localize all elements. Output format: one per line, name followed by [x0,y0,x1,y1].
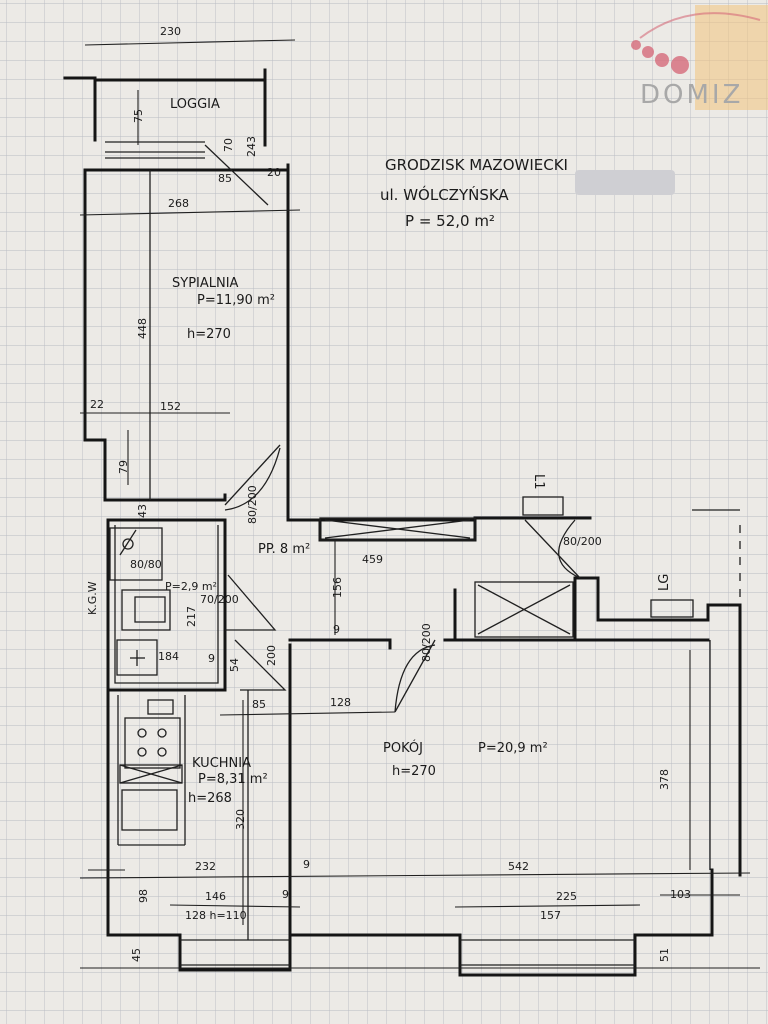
dim-243: 243 [245,136,258,157]
dim-225: 225 [556,890,577,903]
dim-128-110: 128 h=110 [185,909,247,922]
dim-157: 157 [540,909,561,922]
dimension-lines [79,39,740,925]
dim-9-bath: 9 [208,652,215,665]
address-city: GRODZISK MAZOWIECKI [385,156,568,174]
living-area: P=20,9 m² [478,741,548,756]
l1-label: L1 [531,474,546,490]
bedroom-area: P=11,90 m² [197,293,275,308]
dim-103: 103 [670,888,691,901]
dim-45: 45 [130,948,143,962]
lg-label: LG [657,574,672,591]
bedroom-name: SYPIALNIA [172,276,239,291]
dim-9-hall: 9 [333,623,340,636]
dim-80-200-bedroom: 80/200 [246,485,259,524]
dim-320: 320 [234,809,247,830]
bedroom-height: h=270 [187,327,231,342]
living-name: POKÓJ [383,740,423,756]
total-area: P = 52,0 m² [405,212,495,230]
loggia-label: LOGGIA [170,97,220,112]
hall-label: PP. 8 m² [258,542,310,557]
dim-85-hall: 85 [252,698,266,711]
dim-217: 217 [185,606,198,627]
dim-80-200-living: 80/200 [420,623,433,662]
dim-80-200-right: 80/200 [563,535,602,548]
dim-542: 542 [508,860,529,873]
kitchen-height: h=268 [188,791,232,806]
fixtures [109,144,694,831]
dim-9-window: 9 [282,888,289,901]
dim-230: 230 [160,25,181,38]
dim-459: 459 [362,553,383,566]
dim-43: 43 [136,504,149,518]
dim-20: 20 [267,166,281,179]
dim-70-200: 70/200 [200,593,239,606]
dim-9-bottom: 9 [303,858,310,871]
address-street: ul. WÓLCZYŃSKA [380,185,509,204]
dim-156: 156 [331,577,344,598]
dim-70: 70 [222,138,235,152]
living-height: h=270 [392,764,436,779]
dim-22: 22 [90,398,104,411]
kitchen-name: KUCHNIA [192,756,251,771]
dim-98: 98 [137,889,150,903]
dim-51: 51 [658,948,671,962]
dim-200-hall: 200 [265,645,278,666]
dim-268: 268 [168,197,189,210]
dim-80-80: 80/80 [130,558,162,571]
bathroom-tag: K.G.W [86,581,99,615]
redacted-number [575,170,675,195]
dim-128-hall: 128 [330,696,351,709]
dim-448: 448 [136,318,149,339]
bathroom-area: P=2,9 m² [165,580,217,593]
company-logo: DOMIZ [631,5,768,110]
dim-152: 152 [160,400,181,413]
dim-378: 378 [658,769,671,790]
kitchen-area: P=8,31 m² [198,772,268,787]
dim-146: 146 [205,890,226,903]
dim-232: 232 [195,860,216,873]
logo-text: DOMIZ [640,80,743,110]
dim-184: 184 [158,650,179,663]
dim-79: 79 [117,460,130,474]
dim-75: 75 [132,109,145,123]
dimension-labels: 230 75 243 70 85 20 268 448 22 152 79 43… [90,25,691,962]
dim-54: 54 [228,658,241,672]
dim-85-top: 85 [218,172,232,185]
